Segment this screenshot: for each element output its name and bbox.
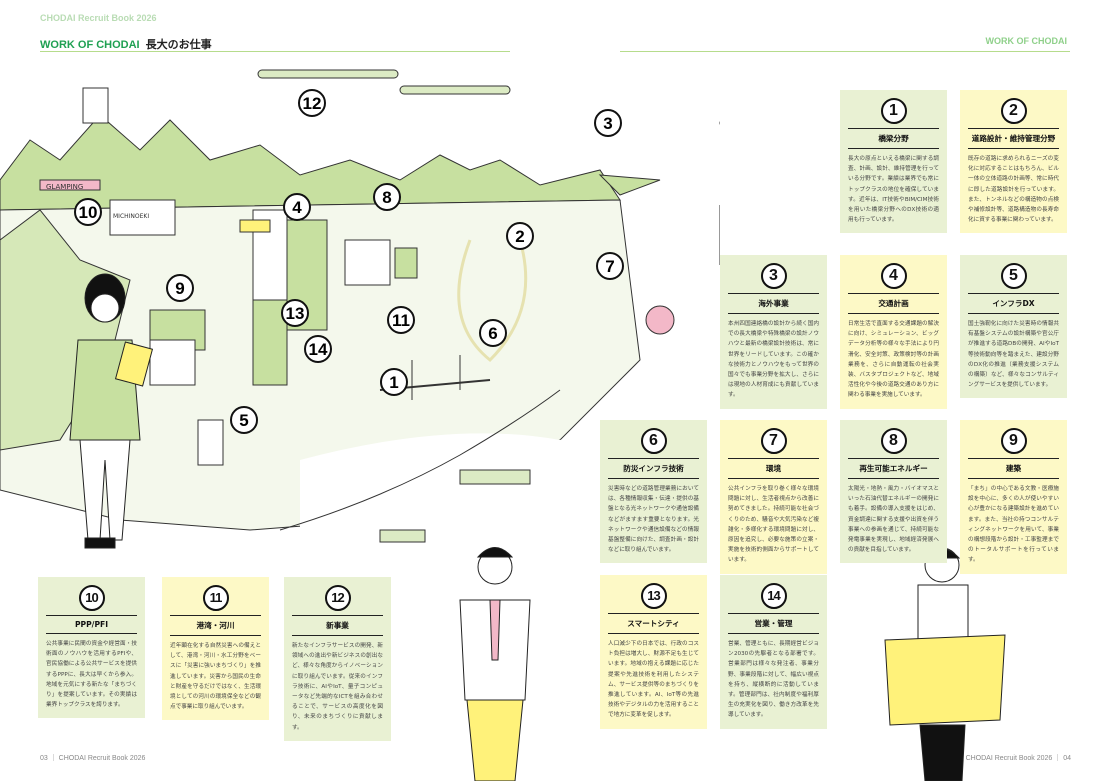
- card-number-badge: 6: [640, 428, 667, 454]
- header-rule-right: [620, 51, 1070, 52]
- map-marker-label: 13: [286, 304, 305, 323]
- map-marker-label: 7: [605, 257, 614, 276]
- card-title: 交通計画: [848, 293, 939, 314]
- map-marker-12: 12: [298, 89, 326, 117]
- card-body: 営業、管理ともに、長期経営ビジョン2030の先駆者となる部署です。営業部門は様々…: [728, 641, 819, 719]
- card-body: 新たなインフラサービスの開発、新領域への進出や新ビジネスの創出など、様々な角度か…: [292, 643, 383, 731]
- section-en: WORK OF CHODAI: [40, 39, 140, 51]
- map-marker-13: 13: [281, 299, 309, 327]
- work-card-8: 8 再生可能エネルギー太陽光・地熱・風力・バイオマスといった石油代替エネルギーの開…: [840, 420, 947, 564]
- map-marker-14: 14: [304, 335, 332, 363]
- map-marker-label: 1: [389, 373, 398, 392]
- card-body: 公共インフラを取り巻く様々な環境問題に対し、生活者視点から改善に努めてきました。…: [728, 486, 819, 564]
- section-ja: 長大のお仕事: [145, 39, 212, 51]
- card-number-badge: 11: [202, 585, 229, 611]
- work-card-7: 7 環境公共インフラを取り巻く様々な環境問題に対し、生活者視点から改善に努めてきま…: [720, 420, 827, 574]
- footer-left: 03 ｜ CHODAI Recruit Book 2026: [40, 755, 146, 762]
- work-card-1: 1 橋梁分野長大の原点といえる橋梁に関する調査、計画、設計、維持管理を行っている分…: [840, 90, 947, 234]
- work-card-13: 13 スマートシティ人口減少下の日本では、行政のコスト負担は増大し、財源不足も生じ…: [600, 575, 707, 729]
- card-body: 災害時などの道路管理業務においては、各種情報収集・伝達・提供の基盤となる光ネット…: [608, 486, 699, 554]
- card-number-badge: 8: [880, 428, 907, 454]
- card-body: 既存の道路に求められるニーズの変化に対応することはもちろん、ビル一体の立体道路の…: [968, 156, 1059, 224]
- map-marker-1: 1: [380, 368, 408, 396]
- map-marker-label: 5: [239, 411, 248, 430]
- header-rule-left: [40, 51, 510, 52]
- card-number-badge: 13: [640, 583, 667, 609]
- card-number-badge: 9: [1000, 428, 1027, 454]
- work-card-3: 3 海外事業本州四国連絡橋の設計から続く国内での長大橋梁や特殊橋梁の設計ノウハウと…: [720, 255, 827, 409]
- card-body: 本州四国連絡橋の設計から続く国内での長大橋梁や特殊橋梁の設計ノウハウと最新の橋梁…: [728, 321, 819, 399]
- card-number-badge: 14: [760, 583, 787, 609]
- card-number-badge: 5: [1000, 263, 1027, 289]
- work-card-14: 14 営業・管理営業、管理ともに、長期経営ビジョン2030の先駆者となる部署です。…: [720, 575, 827, 729]
- map-marker-label: 8: [382, 188, 391, 207]
- work-card-2: 2 道路設計・維持管理分野既存の道路に求められるニーズの変化に対応することはもちろ…: [960, 90, 1067, 234]
- card-title: 新事業: [292, 615, 383, 636]
- card-title: スマートシティ: [608, 613, 699, 634]
- card-title: 環境: [728, 458, 819, 479]
- map-marker-label: 11: [392, 311, 410, 330]
- card-body: 近年顕在化する自然災害への備えとして、港湾・河川・水工分野をベースに「災害に強い…: [170, 643, 261, 711]
- map-marker-2: 2: [506, 222, 534, 250]
- card-title: 橋梁分野: [848, 128, 939, 149]
- map-marker-label: 9: [175, 279, 184, 298]
- card-number-badge: 7: [760, 428, 787, 454]
- map-marker-label: 2: [515, 227, 524, 246]
- card-number-badge: 12: [324, 585, 351, 611]
- map-marker-5: 5: [230, 406, 258, 434]
- work-card-12: 12 新事業新たなインフラサービスの開発、新領域への進出や新ビジネスの創出など、様…: [284, 577, 391, 741]
- card-title: 港湾・河川: [170, 615, 261, 636]
- map-marker-11: 11: [387, 306, 415, 334]
- book-title: CHODAI Recruit Book 2026: [40, 13, 157, 23]
- card-number-badge: 10: [78, 585, 105, 611]
- map-marker-label: 3: [603, 114, 612, 133]
- card-body: 公共事業に民間の資金や経営面・技術面のノウハウを活用するPFIや、官民協働による…: [46, 641, 137, 709]
- card-body: 「まち」の中心である文教・医療施設を中心に、多くの人が使いやすい心が豊かになる建…: [968, 486, 1059, 564]
- map-marker-7: 7: [596, 252, 624, 280]
- card-number-badge: 2: [1000, 98, 1027, 124]
- card-title: 建築: [968, 458, 1059, 479]
- card-title: 道路設計・維持管理分野: [968, 128, 1059, 149]
- map-marker-label: 14: [309, 340, 328, 359]
- card-body: 太陽光・地熱・風力・バイオマスといった石油代替エネルギーの開発にも着手。設備の導…: [848, 486, 939, 554]
- card-title: 営業・管理: [728, 613, 819, 634]
- card-body: 長大の原点といえる橋梁に関する調査、計画、設計、維持管理を行っている分野です。業…: [848, 156, 939, 224]
- glamping-sign: GLAMPING: [46, 183, 83, 191]
- map-marker-label: 6: [488, 324, 497, 343]
- work-card-5: 5 インフラDX 国土強靭化に向けた災害時の情報共有基盤システムの設計構築や官公庁が…: [960, 255, 1067, 399]
- card-body: 国土強靭化に向けた災害時の情報共有基盤システムの設計構築や官公庁が推進する道路D…: [968, 321, 1059, 389]
- map-marker-label: 12: [303, 94, 322, 113]
- map-marker-label: 10: [79, 203, 98, 222]
- card-number-badge: 4: [880, 263, 907, 289]
- map-marker-8: 8: [373, 183, 401, 211]
- card-title: インフラDX: [968, 293, 1059, 314]
- page-title: WORK OF CHODAI 長大のお仕事: [40, 36, 212, 52]
- map-marker-6: 6: [479, 319, 507, 347]
- card-title: 海外事業: [728, 293, 819, 314]
- card-title: 再生可能エネルギー: [848, 458, 939, 479]
- work-card-6: 6 防災インフラ技術災害時などの道路管理業務においては、各種情報収集・伝達・提供の…: [600, 420, 707, 564]
- footer-right: CHODAI Recruit Book 2026 ｜ 04: [965, 755, 1071, 762]
- card-body: 日常生活で直面する交通課題の解決に向け、シミュレーション、ビッグデータ分析等の様…: [848, 321, 939, 399]
- card-title: 防災インフラ技術: [608, 458, 699, 479]
- card-number-badge: 3: [760, 263, 787, 289]
- work-card-9: 9 建築「まち」の中心である文教・医療施設を中心に、多くの人が使いやすい心が豊かに…: [960, 420, 1067, 574]
- map-marker-label: 4: [292, 198, 302, 217]
- card-title: PPP/PFI: [46, 615, 137, 634]
- card-number-badge: 1: [880, 98, 907, 124]
- map-marker-3: 3: [594, 109, 622, 137]
- section-en-right: WORK OF CHODAI: [985, 36, 1068, 46]
- map-marker-4: 4: [283, 193, 311, 221]
- card-body: 人口減少下の日本では、行政のコスト負担は増大し、財源不足も生じています。地域の抱…: [608, 641, 699, 719]
- map-marker-9: 9: [166, 274, 194, 302]
- michinoeki-sign: MICHINOEKI: [113, 213, 149, 220]
- work-card-11: 11 港湾・河川近年顕在化する自然災害への備えとして、港湾・河川・水工分野をベース…: [162, 577, 269, 721]
- work-card-4: 4 交通計画日常生活で直面する交通課題の解決に向け、シミュレーション、ビッグデータ…: [840, 255, 947, 409]
- man-with-map-illustration: [884, 547, 1006, 781]
- map-marker-10: 10: [74, 198, 102, 226]
